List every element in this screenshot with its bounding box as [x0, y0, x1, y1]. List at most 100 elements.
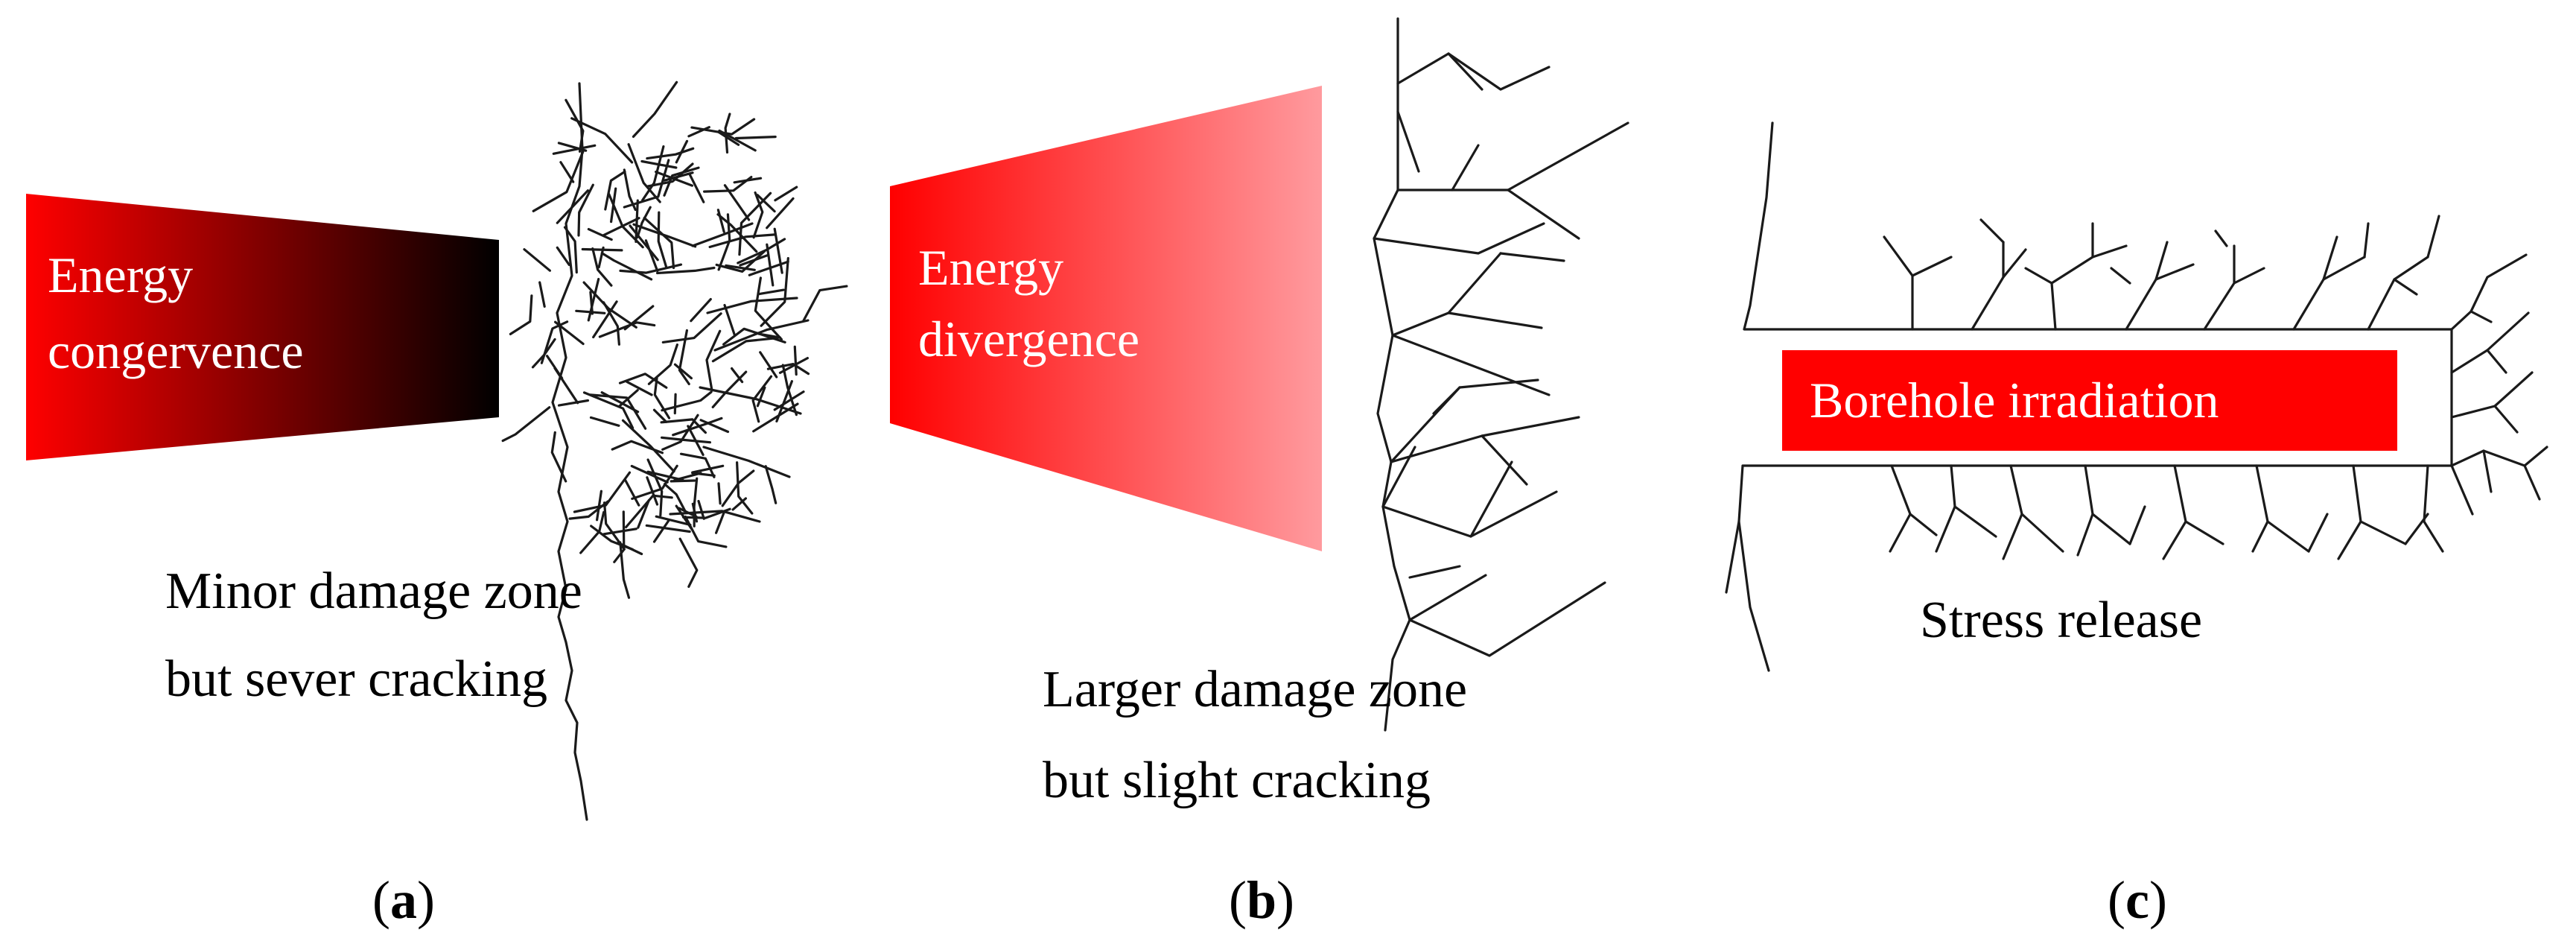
crack-segment	[631, 464, 678, 501]
crack-segment	[652, 408, 668, 423]
crack-segment	[708, 233, 776, 249]
crack-segment	[646, 458, 664, 517]
crack-segment	[737, 238, 786, 265]
lower-stress-cracks	[1889, 464, 2444, 560]
crack-segment	[645, 524, 691, 533]
crack-segment	[621, 419, 675, 473]
crack-segment	[793, 345, 798, 376]
energy-convergence-beam	[26, 194, 499, 460]
crack-segment	[752, 402, 799, 433]
crack-segment	[611, 440, 664, 455]
beam-label-line-2: divergence	[918, 311, 1139, 367]
crack-segment	[757, 288, 785, 296]
crack-segment	[570, 117, 634, 164]
crack-segment	[766, 197, 795, 229]
panel-b: Energy divergence Larger d	[890, 17, 1629, 930]
borehole-upper-wall	[1743, 121, 2453, 467]
borehole-beam-label: Borehole irradiation	[1810, 372, 2219, 428]
crack-segment	[730, 367, 744, 384]
caption-line-1: Larger damage zone	[1043, 661, 1467, 718]
crack-segment	[775, 380, 794, 423]
crack-segment	[660, 436, 712, 444]
panel-a: Energy congervence Minor damage zone but…	[26, 80, 848, 930]
crack-segment	[509, 294, 533, 335]
caption-line-2: but sever cracking	[165, 650, 547, 708]
crack-segment	[587, 228, 613, 241]
crack-segment	[691, 464, 725, 474]
crack-segment	[627, 143, 661, 203]
crack-segment	[550, 431, 567, 483]
crack-segment	[655, 515, 692, 527]
crack-segment	[540, 320, 569, 364]
crack-segment	[646, 162, 694, 188]
crack-segment	[632, 80, 678, 138]
panel-label-c: (c)	[2108, 870, 2167, 930]
crack-segment	[591, 247, 613, 287]
crack-segment	[687, 425, 705, 457]
crack-segment	[734, 136, 777, 140]
left-wall-lower-crack	[1737, 520, 1770, 672]
crack-segment	[556, 246, 570, 266]
crack-segment	[604, 170, 626, 211]
crack-segment	[752, 191, 764, 239]
crack-segment	[711, 336, 780, 363]
crack-segment	[731, 497, 748, 511]
crack-segment	[626, 380, 653, 396]
crack-segment	[766, 243, 775, 287]
panel-c: Borehole irradiation	[1725, 121, 2548, 930]
crack-segment	[641, 145, 665, 202]
crack-segment	[589, 416, 620, 427]
crack-segment	[587, 277, 600, 322]
crack-segment	[663, 166, 700, 197]
crack-segment	[598, 321, 656, 338]
crack-segment	[702, 446, 791, 478]
crack-segment	[717, 482, 722, 505]
crack-segment	[766, 363, 810, 376]
crack-segment	[725, 264, 756, 271]
crack-segment	[646, 470, 684, 481]
crack-segment	[713, 319, 810, 352]
crack-segment	[735, 461, 754, 515]
crack-segment	[691, 222, 754, 247]
crack-segment	[635, 199, 639, 243]
crack-segment	[608, 193, 644, 249]
crack-segment	[630, 464, 669, 484]
crack-segment	[592, 300, 618, 339]
crack-segment	[563, 226, 578, 274]
crack-segment	[702, 176, 753, 193]
crack-segment	[646, 476, 659, 506]
crack-segment	[618, 373, 668, 389]
crack-segment	[552, 144, 597, 155]
crack-segment	[532, 150, 585, 212]
crack-segment	[714, 512, 725, 534]
caption-stress-release: Stress release	[1920, 592, 2202, 649]
crack-segment	[643, 216, 675, 270]
crack-segment	[759, 351, 778, 379]
crack-segment	[619, 541, 631, 599]
crack-segment	[723, 303, 737, 337]
crack-segment	[660, 418, 707, 434]
crack-segment	[602, 301, 621, 346]
caption-line-2: but slight cracking	[1043, 752, 1431, 809]
crack-segment	[697, 499, 705, 520]
crack-segment	[557, 399, 590, 407]
crack-segment	[751, 375, 773, 423]
crack-segment	[678, 329, 690, 386]
crack-segment	[738, 191, 772, 256]
crack-segment	[629, 224, 659, 262]
crack-segment	[538, 281, 546, 308]
crack-segment	[778, 357, 810, 374]
crack-segment	[724, 113, 731, 154]
crack-segment	[600, 252, 653, 281]
crack-segment	[632, 223, 697, 248]
crack-segment	[661, 390, 713, 412]
crack-segment	[556, 189, 590, 224]
crack-segment	[764, 465, 777, 504]
crack-segment	[661, 414, 699, 451]
crack-segment	[690, 118, 756, 136]
panel-label-a: (a)	[372, 870, 435, 930]
crack-segment	[773, 227, 783, 274]
crack-segment	[573, 471, 632, 513]
crack-segment	[706, 297, 798, 314]
